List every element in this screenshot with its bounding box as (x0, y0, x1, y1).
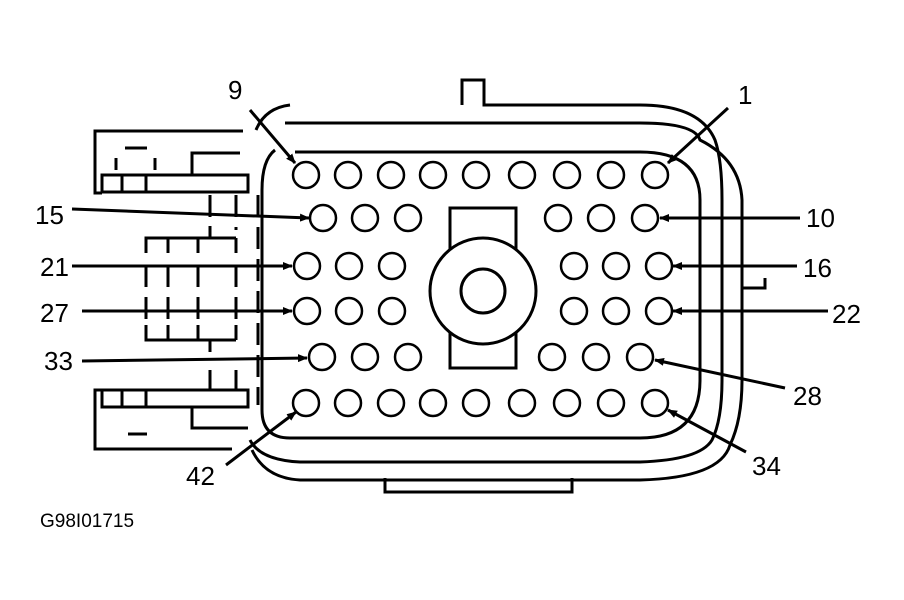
callout-arrows (71, 106, 828, 467)
connector-pin (292, 251, 322, 281)
connector-pin (586, 203, 616, 233)
callout-arrow (71, 207, 310, 222)
connector-pin (559, 251, 589, 281)
connector-pin (418, 388, 448, 418)
connector-pin (291, 388, 321, 418)
connector-pin (537, 342, 567, 372)
latch-detail (93, 129, 260, 451)
connector-pin (507, 160, 537, 190)
pin-label-10: 10 (806, 203, 835, 233)
connector-pin (630, 203, 660, 233)
connector-pin (291, 160, 321, 190)
pin-grid (291, 160, 674, 418)
pin-label-42: 42 (186, 461, 215, 491)
pin-label-16: 16 (803, 253, 832, 283)
pin-label-33: 33 (44, 346, 73, 376)
connector-pin (461, 388, 491, 418)
connector-pin (334, 296, 364, 326)
connector-pin (376, 160, 406, 190)
callout-arrow (666, 106, 730, 165)
connector-pin (596, 388, 626, 418)
connector-pin (308, 203, 338, 233)
connector-pin (393, 203, 423, 233)
figure-caption: G98I01715 (40, 511, 134, 532)
connector-pin (418, 160, 448, 190)
center-key (428, 206, 538, 370)
callout-arrow (654, 357, 786, 390)
pin-label-15: 15 (35, 200, 64, 230)
connector-pin (543, 203, 573, 233)
callout-arrow (225, 410, 297, 467)
connector-pin (376, 388, 406, 418)
connector-pin (350, 342, 380, 372)
connector-pin (307, 342, 337, 372)
pin-label-21: 21 (40, 252, 69, 282)
connector-pin (581, 342, 611, 372)
callout-arrow (248, 109, 297, 164)
connector-pin (640, 388, 670, 418)
connector-pin (601, 251, 631, 281)
connector-pin (350, 203, 380, 233)
connector-pin (377, 251, 407, 281)
pin-label-1: 1 (738, 80, 752, 110)
connector-pin (625, 342, 655, 372)
pin-labels: 9 1 15 10 21 16 27 22 33 28 42 34 (35, 75, 861, 491)
connector-pin (507, 388, 537, 418)
connector-pin (377, 296, 407, 326)
callout-arrow (667, 408, 747, 454)
connector-pin (559, 296, 589, 326)
connector-pin (640, 160, 670, 190)
connector-pin (596, 160, 626, 190)
connector-pin (644, 296, 674, 326)
connector-pin (393, 342, 423, 372)
pin-label-9: 9 (228, 75, 242, 105)
callout-arrow (81, 354, 308, 363)
pin-label-28: 28 (793, 381, 822, 411)
connector-pin (644, 251, 674, 281)
connector-pin (334, 251, 364, 281)
connector-pin (552, 388, 582, 418)
pin-label-27: 27 (40, 298, 69, 328)
pin-label-22: 22 (832, 299, 861, 329)
connector-pin (333, 388, 363, 418)
connector-pin (333, 160, 363, 190)
connector-pin (292, 296, 322, 326)
connector-pin (552, 160, 582, 190)
pin-label-34: 34 (752, 451, 781, 481)
connector-pin (461, 160, 491, 190)
connector-pin (601, 296, 631, 326)
